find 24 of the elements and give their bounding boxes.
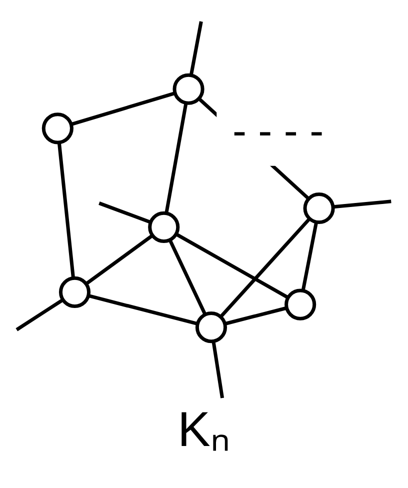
node-circle [42,112,74,144]
node-circle [148,211,180,243]
connector [98,202,152,224]
connector [168,239,207,315]
connector [70,91,176,126]
connector [332,200,392,209]
caption: Kₙ [178,402,230,457]
connector [176,232,288,299]
connector [224,306,287,326]
connector [16,298,64,332]
connector [164,103,188,214]
node-circle [172,73,204,105]
node-circle [58,276,91,308]
connector [85,234,154,286]
connector [212,342,224,398]
label: - - - - [232,107,324,154]
connector [57,142,75,278]
connector [301,222,318,291]
node-circle [195,312,228,344]
connector [88,294,198,326]
node-circle [303,192,335,224]
node-circle [284,288,316,320]
connector [220,218,310,318]
connector [189,21,203,76]
